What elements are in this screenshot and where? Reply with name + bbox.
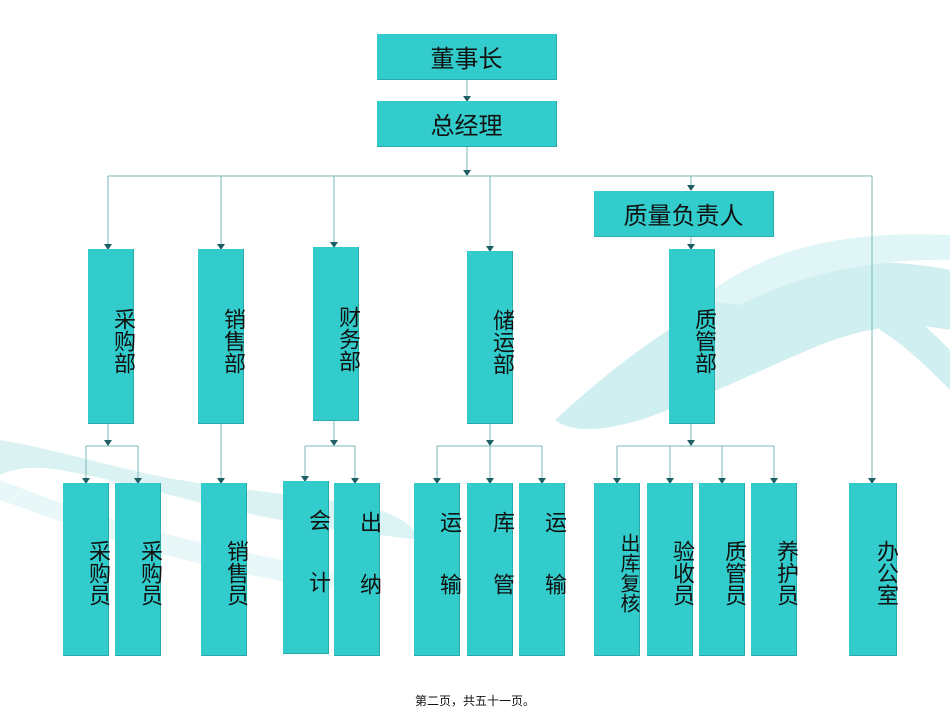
staff-label: 质管员 xyxy=(721,540,746,606)
staff-label: 出库复核 xyxy=(617,533,641,613)
department-label: 采购部 xyxy=(110,308,135,374)
staff-box: 运输 xyxy=(414,483,461,656)
general-manager-label: 总经理 xyxy=(430,112,503,140)
chairman-label: 董事长 xyxy=(430,45,503,73)
staff-box: 会计 xyxy=(283,481,330,654)
staff-box: 运输 xyxy=(519,483,566,656)
staff-label: 库管 xyxy=(489,511,514,635)
staff-label: 验收员 xyxy=(669,540,694,606)
staff-box: 养护员 xyxy=(751,483,798,656)
staff-box: 出库复核 xyxy=(594,483,641,656)
general-manager-box: 总经理 xyxy=(377,101,557,147)
office-box: 办公室 xyxy=(849,483,898,656)
staff-box: 验收员 xyxy=(647,483,694,656)
staff-box: 采购员 xyxy=(63,483,110,656)
staff-label: 运输 xyxy=(436,511,461,635)
staff-box: 库管 xyxy=(467,483,514,656)
staff-box: 质管员 xyxy=(699,483,746,656)
staff-label: 会计 xyxy=(305,509,330,633)
department-qa-box: 质管部 xyxy=(669,249,716,424)
chairman-box: 董事长 xyxy=(377,34,557,80)
staff-label: 养护员 xyxy=(773,540,798,606)
department-label: 质管部 xyxy=(691,308,716,374)
department-purchase-box: 采购部 xyxy=(88,249,135,424)
staff-label: 采购员 xyxy=(137,540,162,606)
department-label: 销售部 xyxy=(220,308,245,374)
staff-box: 采购员 xyxy=(115,483,162,656)
staff-label: 运输 xyxy=(541,511,566,635)
staff-box: 出纳 xyxy=(334,483,381,656)
staff-box: 销售员 xyxy=(201,483,248,656)
department-label: 储运部 xyxy=(489,309,514,375)
quality-head-box: 质量负责人 xyxy=(594,191,774,237)
department-label: 财务部 xyxy=(335,305,360,372)
staff-label: 销售员 xyxy=(223,540,248,606)
quality-head-label: 质量负责人 xyxy=(623,202,744,230)
staff-label: 采购员 xyxy=(85,540,110,606)
department-finance-box: 财务部 xyxy=(313,247,360,421)
department-storage-box: 储运部 xyxy=(467,251,514,424)
staff-label: 出纳 xyxy=(356,511,381,635)
page-footer: 第二页，共五十一页。 xyxy=(414,694,535,708)
staff-label: 办公室 xyxy=(873,540,898,606)
department-sales-box: 销售部 xyxy=(198,249,245,424)
